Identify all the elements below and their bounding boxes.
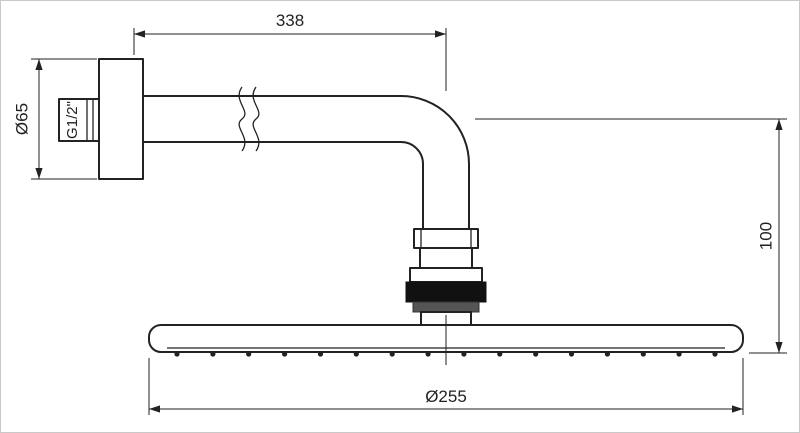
nozzle-dot [282, 351, 288, 357]
flange-diameter-label: Ø65 [12, 103, 31, 135]
arm-outer-edge [143, 95, 470, 229]
nozzle-dot [568, 351, 575, 357]
shower-arm [143, 95, 470, 229]
head-diameter-label: Ø255 [425, 387, 467, 406]
nozzle-dot [353, 351, 359, 357]
nozzle-dot [497, 351, 503, 357]
nozzle-dot [533, 351, 539, 357]
joint-gray-band [412, 301, 480, 313]
nozzle-dot [210, 351, 216, 357]
break-squiggle [238, 86, 246, 152]
nozzle-dot [640, 351, 646, 357]
nozzle-dot [246, 351, 252, 357]
nozzle-dot [174, 351, 180, 357]
arm-length-label: 338 [276, 11, 304, 30]
thread-nipple: G1/2" [58, 98, 100, 142]
nut-upper [413, 228, 479, 249]
nozzle-dot [604, 351, 611, 357]
thread-size-label: G1/2" [64, 101, 81, 139]
dimension-arm-length: 338 [133, 11, 447, 91]
nozzles [174, 351, 718, 357]
dimension-head-diameter: Ø255 [148, 358, 744, 415]
joint-ring [409, 267, 483, 283]
dimension-flange-diameter: Ø65 [12, 58, 97, 180]
dimension-drop-height: 100 [475, 118, 787, 354]
shower-head [148, 315, 744, 365]
nozzle-dot [389, 351, 395, 357]
wall-flange [98, 58, 144, 180]
nozzle-dot [461, 351, 467, 357]
joint-black-band [405, 281, 487, 303]
nozzle-dot [712, 351, 718, 357]
break-squiggle [252, 86, 260, 152]
arm-inner-edge [143, 141, 424, 229]
nut-body [419, 247, 473, 269]
flange-plate [98, 58, 144, 180]
ball-joint [405, 281, 487, 326]
nozzle-dot [317, 351, 324, 357]
nozzle-dot [425, 351, 431, 357]
connector-nut [409, 228, 483, 283]
pipe-break-symbol [238, 86, 260, 152]
drop-height-label: 100 [756, 222, 775, 250]
nozzle-dot [676, 351, 682, 357]
thread-stub [58, 98, 100, 142]
